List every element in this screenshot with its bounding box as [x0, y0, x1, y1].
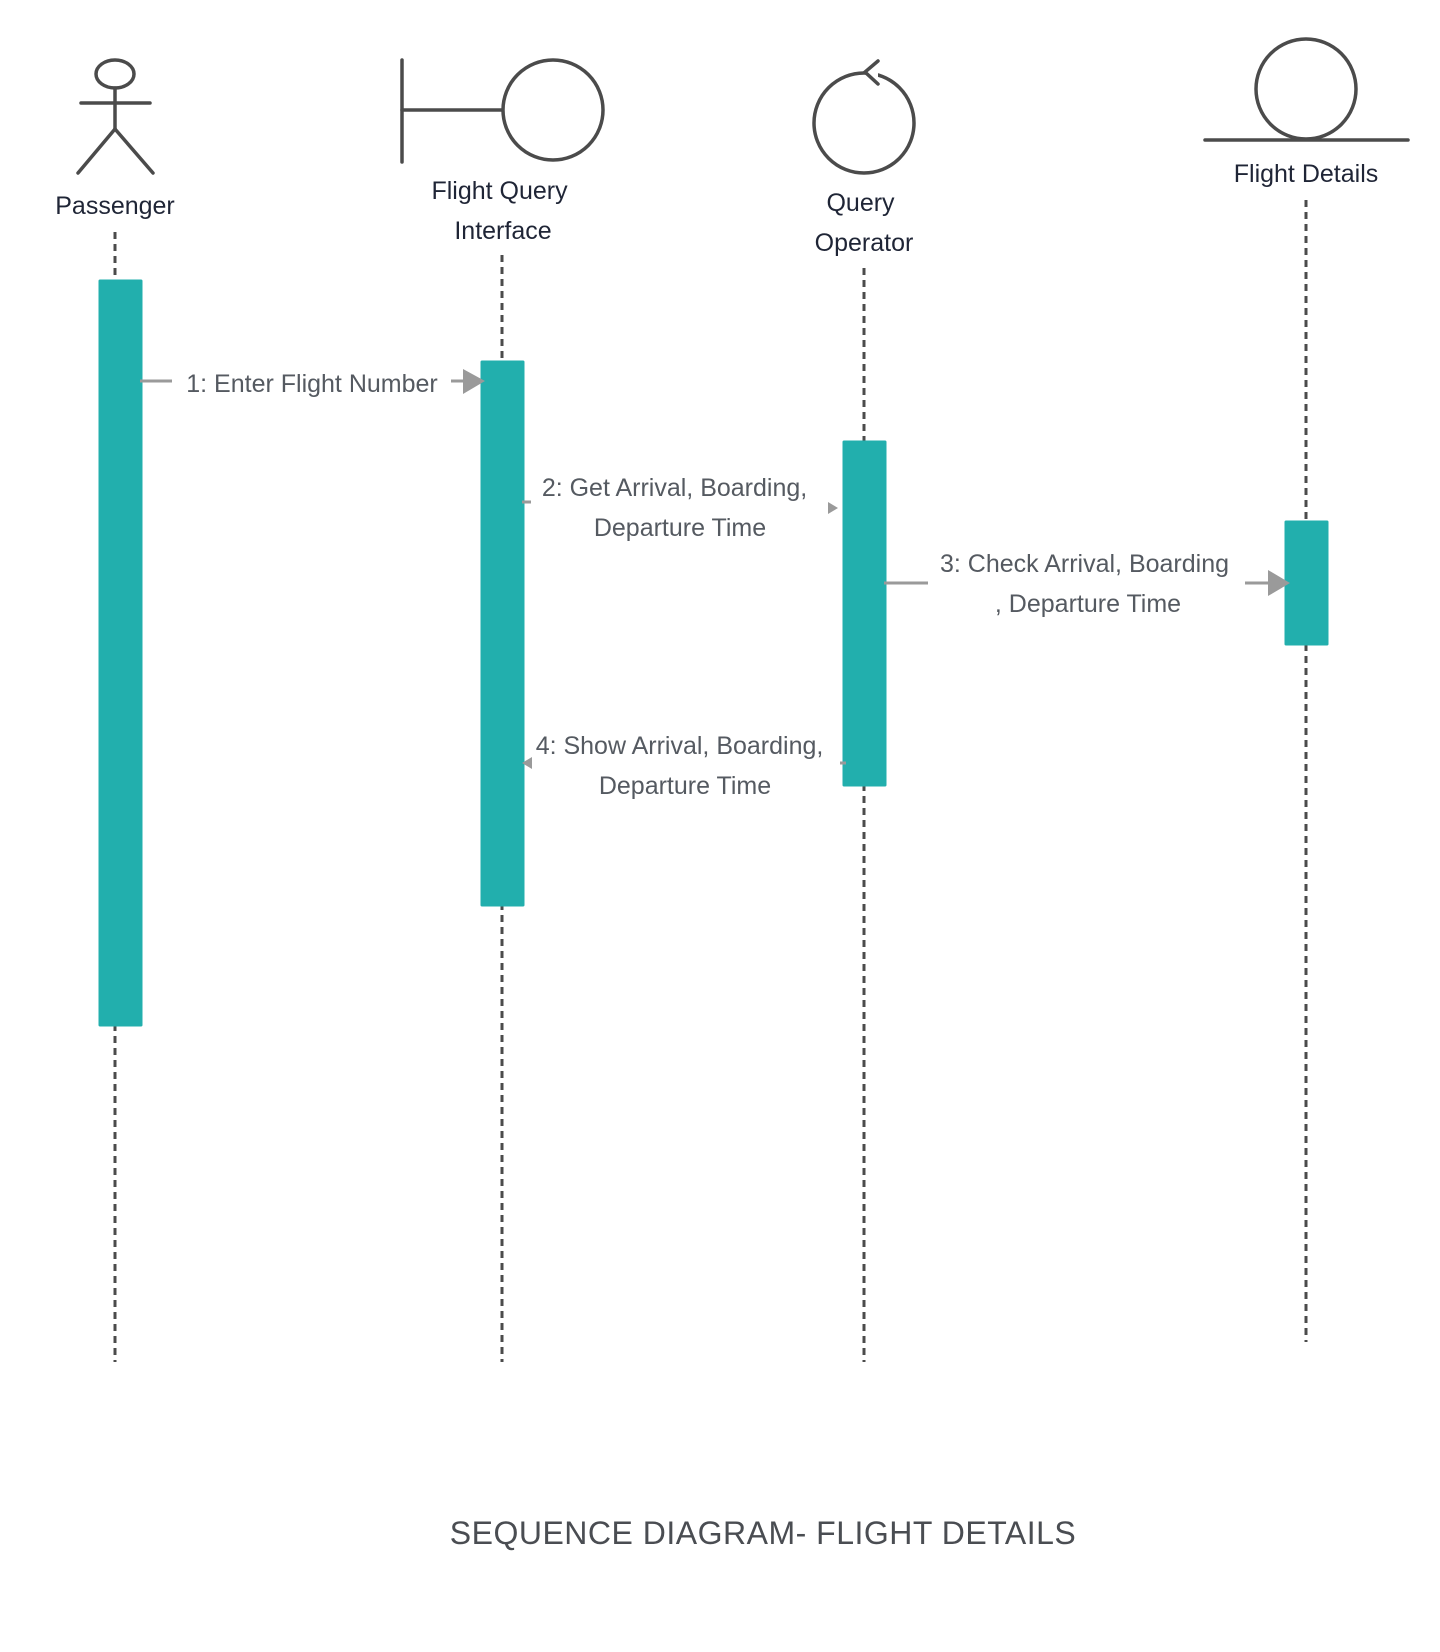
message-3-arrowhead [1268, 570, 1290, 596]
actor-icon [76, 58, 155, 175]
message-1-label: 1: Enter Flight Number [186, 370, 438, 398]
message-label-line: 3: Check Arrival, Boarding [940, 550, 1229, 578]
message-2: 2: Get Arrival, Boarding, Departure Time [522, 474, 838, 542]
participant-label-flight-query-interface: Flight Query Interface [431, 177, 574, 245]
message-1-arrowhead [463, 369, 485, 394]
message-label-line: 4: Show Arrival, Boarding, [536, 732, 824, 760]
message-2-arrowhead [828, 502, 838, 514]
activation-bar-query-operator [842, 440, 887, 787]
message-4: 4: Show Arrival, Boarding, Departure Tim… [522, 732, 846, 800]
boundary-icon [400, 58, 605, 164]
diagram-title: SEQUENCE DIAGRAM- FLIGHT DETAILS [450, 1515, 1076, 1551]
message-3: 3: Check Arrival, Boarding , Departure T… [884, 550, 1290, 618]
participant-label-line: Operator [815, 229, 914, 257]
message-label-line: , Departure Time [995, 590, 1181, 618]
message-label-line: Departure Time [594, 514, 766, 542]
message-1: 1: Enter Flight Number [140, 369, 485, 398]
participant-label-flight-details: Flight Details [1234, 160, 1379, 188]
participant-label-line: Interface [454, 217, 551, 245]
participant-label-line: Query [826, 189, 895, 217]
activation-bar-flight-details [1284, 520, 1329, 646]
entity-icon [1203, 37, 1410, 142]
message-label-line: Departure Time [599, 772, 771, 800]
activation-bar-flight-query-interface [480, 360, 525, 907]
activation-bar-passenger [98, 279, 143, 1027]
participant-label-line: Flight Query [431, 177, 568, 205]
participant-label-query-operator: Query Operator [815, 189, 914, 257]
control-icon [812, 59, 916, 175]
participant-label-line: Passenger [55, 192, 175, 220]
message-4-arrowhead [522, 757, 532, 769]
message-label-line: 2: Get Arrival, Boarding, [542, 474, 807, 502]
message-label-line: 1: Enter Flight Number [186, 370, 438, 398]
message-2-label: 2: Get Arrival, Boarding, Departure Time [542, 474, 814, 542]
participant-label-line: Flight Details [1234, 160, 1379, 188]
participant-label-passenger: Passenger [55, 192, 175, 220]
message-4-label: 4: Show Arrival, Boarding, Departure Tim… [536, 732, 831, 800]
message-3-label: 3: Check Arrival, Boarding , Departure T… [940, 550, 1236, 618]
